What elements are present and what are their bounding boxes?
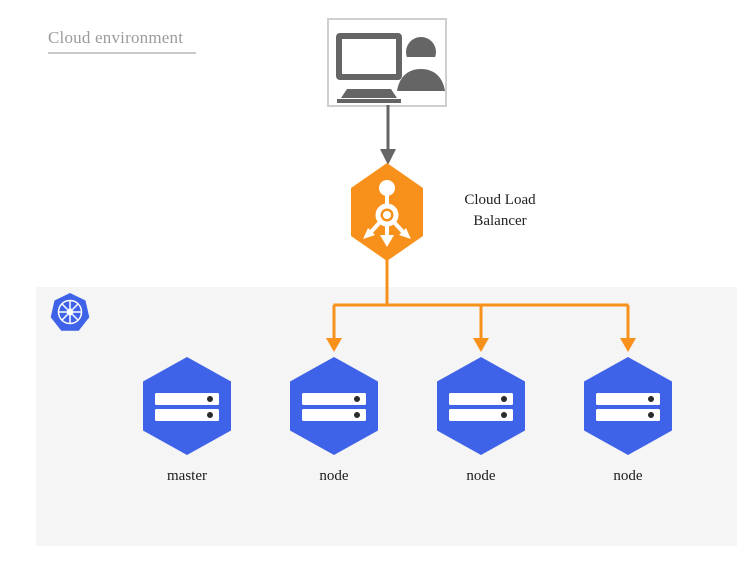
load-balancer-label-line1: Cloud Load — [464, 192, 536, 208]
client-workstation-box — [327, 18, 447, 107]
user-icon — [397, 37, 445, 91]
server-icon — [302, 393, 366, 421]
load-balancer-label-line2: Balancer — [473, 213, 527, 229]
load-balancer-node[interactable] — [351, 163, 423, 261]
page-title: Cloud environment — [48, 28, 184, 47]
cluster-node-1[interactable] — [290, 357, 378, 455]
monitor-icon — [336, 33, 402, 103]
server-icon — [155, 393, 219, 421]
server-icon — [449, 393, 513, 421]
loadbalancer-to-nodes-connectors — [326, 258, 636, 352]
client-icons-group — [336, 33, 445, 103]
cluster-node-3-label: node — [613, 468, 643, 484]
cluster-node-master-label: master — [167, 468, 207, 484]
cluster-node-1-label: node — [319, 468, 349, 484]
title-underline — [48, 52, 196, 54]
client-to-loadbalancer-arrow — [380, 105, 396, 165]
cluster-node-2[interactable] — [437, 357, 525, 455]
load-balancer-icon — [363, 180, 411, 247]
server-icon — [596, 393, 660, 421]
cluster-node-3[interactable] — [584, 357, 672, 455]
cluster-node-2-label: node — [466, 468, 496, 484]
load-balancer-label: Cloud Load Balancer — [440, 190, 560, 232]
cluster-node-master[interactable] — [143, 357, 231, 455]
kubernetes-logo-icon — [50, 293, 90, 331]
